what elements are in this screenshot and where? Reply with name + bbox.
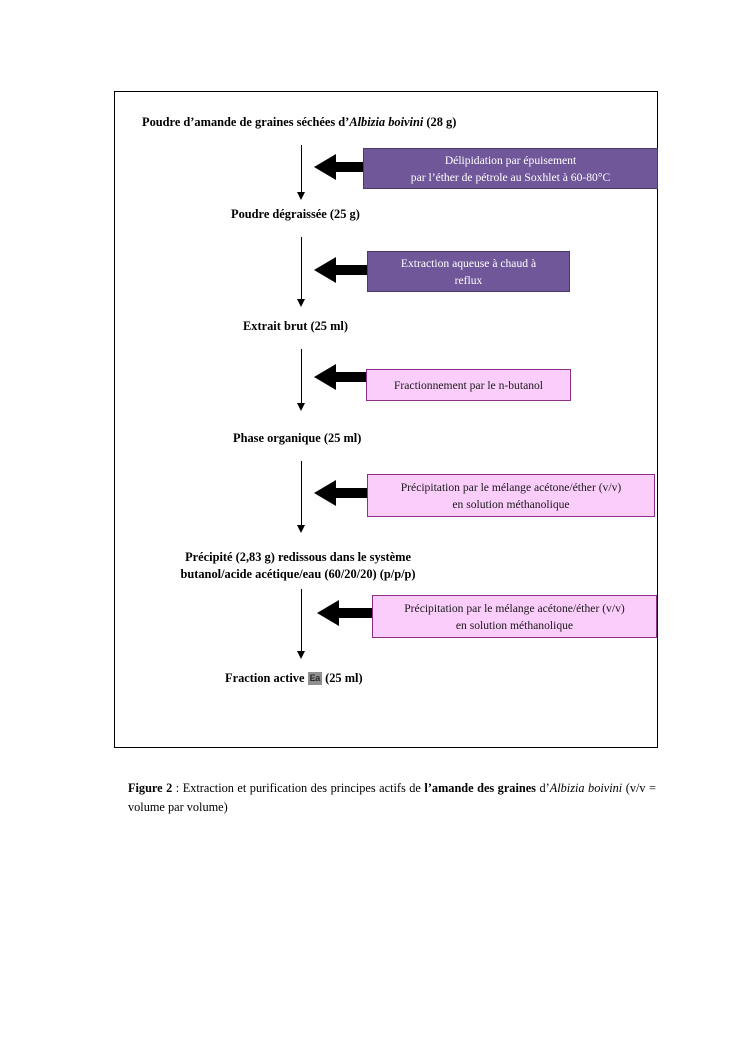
- flow-arrow-2: [296, 237, 307, 307]
- figure-box: Poudre d’amande de graines séchées d’Alb…: [114, 91, 658, 748]
- treatment-box-delipidation: Délipidation par épuisement par l’éther …: [363, 148, 658, 189]
- stage-label-organic-phase: Phase organique (25 ml): [233, 431, 362, 445]
- arrow-tail: [337, 608, 377, 618]
- arrow-head-icon: [297, 299, 305, 307]
- arrow-head-icon: [297, 525, 305, 533]
- treatment-line-1: Précipitation par le mélange acétone/éth…: [404, 601, 625, 615]
- treatment-box-precipitation-1: Précipitation par le mélange acétone/éth…: [367, 474, 655, 517]
- treatment-line-1: Précipitation par le mélange acétone/éth…: [400, 480, 622, 494]
- treatment-line-2: en solution méthanolique: [455, 618, 574, 632]
- stage-text: Poudre d’amande de graines séchées d’: [142, 115, 350, 129]
- arrow-tail: [334, 488, 374, 498]
- arrow-shaft: [301, 461, 302, 525]
- caption-figure-number: Figure 2: [128, 781, 173, 795]
- arrow-tip-icon: [314, 154, 336, 180]
- treatment-arrow-3: [314, 364, 374, 390]
- arrow-shaft: [301, 349, 302, 403]
- precipitate-line-1: Précipité (2,83 g) redissous dans le sys…: [185, 550, 411, 564]
- stage-label-defatted-powder: Poudre dégraissée (25 g): [231, 207, 360, 221]
- flow-arrow-3: [296, 349, 307, 411]
- arrow-tip-icon: [314, 364, 336, 390]
- arrow-tip-icon: [314, 480, 336, 506]
- missing-glyph-placeholder: Ea: [307, 672, 322, 685]
- arrow-tail: [334, 162, 374, 172]
- treatment-arrow-1: [314, 154, 374, 180]
- treatment-line-1: Fractionnement par le n-butanol: [393, 378, 544, 392]
- treatment-line-2: reflux: [454, 273, 483, 287]
- treatment-line-2: en solution méthanolique: [452, 497, 570, 511]
- treatment-arrow-5: [317, 600, 377, 626]
- caption-text-3: (v/v = volume par volume): [128, 781, 656, 814]
- flow-arrow-4: [296, 461, 307, 533]
- species-name: Albizia boivini: [349, 115, 424, 129]
- active-fraction-volume: (25 ml): [322, 671, 363, 685]
- treatment-line-1: Extraction aqueuse à chaud à: [400, 256, 537, 270]
- caption-species-name: Albizia boivini: [549, 781, 623, 795]
- caption-bold-phrase: l’amande des graines: [424, 781, 536, 795]
- arrow-head-icon: [297, 403, 305, 411]
- caption-text-1: Extraction et purification des principes…: [182, 781, 425, 795]
- treatment-line-2: par l’éther de pétrole au Soxhlet à 60-8…: [410, 170, 611, 184]
- flow-arrow-1: [296, 145, 307, 200]
- treatment-box-butanol-fractionation: Fractionnement par le n-butanol: [366, 369, 571, 401]
- precipitate-line-2: butanol/acide acétique/eau (60/20/20) (p…: [180, 567, 416, 581]
- caption-separator: :: [172, 781, 183, 795]
- arrow-head-icon: [297, 651, 305, 659]
- arrow-shaft: [301, 145, 302, 192]
- treatment-arrow-2: [314, 257, 374, 283]
- treatment-line-1: Délipidation par épuisement: [444, 153, 577, 167]
- arrow-tail: [334, 372, 374, 382]
- arrow-tail: [334, 265, 374, 275]
- caption-text-2: d’: [535, 781, 550, 795]
- stage-label-active-fraction: Fraction active Ea (25 ml): [225, 670, 363, 686]
- arrow-shaft: [301, 589, 302, 651]
- arrow-head-icon: [297, 192, 305, 200]
- figure-caption: Figure 2 : Extraction et purification de…: [128, 779, 656, 817]
- treatment-box-aqueous-extraction: Extraction aqueuse à chaud à reflux: [367, 251, 570, 292]
- active-fraction-text: Fraction active: [225, 671, 308, 685]
- stage-amount: (28 g): [423, 115, 457, 129]
- stage-label-precipitate: Précipité (2,83 g) redissous dans le sys…: [153, 549, 443, 583]
- stage-label-starting-material: Poudre d’amande de graines séchées d’Alb…: [142, 114, 456, 130]
- stage-label-crude-extract: Extrait brut (25 ml): [243, 319, 348, 333]
- arrow-shaft: [301, 237, 302, 299]
- treatment-box-precipitation-2: Précipitation par le mélange acétone/éth…: [372, 595, 657, 638]
- arrow-tip-icon: [314, 257, 336, 283]
- treatment-arrow-4: [314, 480, 374, 506]
- flow-arrow-5: [296, 589, 307, 659]
- arrow-tip-icon: [317, 600, 339, 626]
